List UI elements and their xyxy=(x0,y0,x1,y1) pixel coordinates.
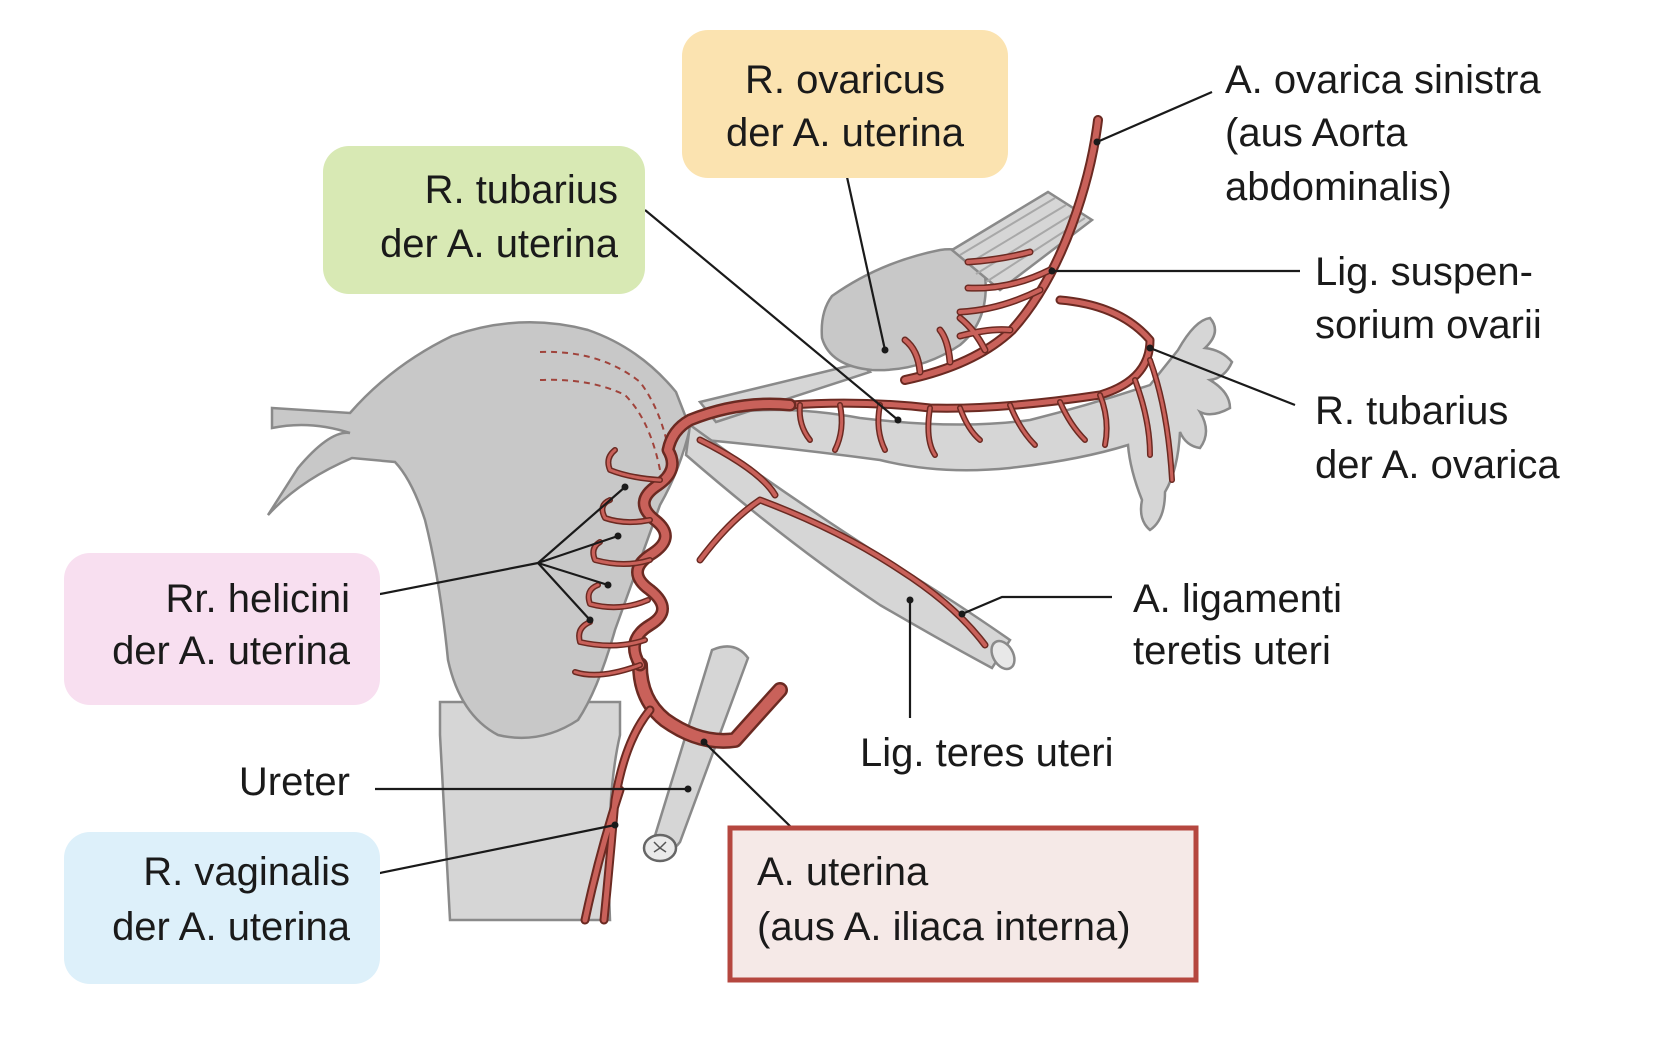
a-ovarica-sinistra-line1: A. ovarica sinistra xyxy=(1225,58,1541,102)
leader-lines xyxy=(374,90,1300,876)
arteries xyxy=(572,115,1175,925)
r-ovaricus-line2: der A. uterina xyxy=(726,111,965,155)
r-tubarius-uterina-line1: R. tubarius xyxy=(425,168,618,212)
a-ligamenti-teretis-line1: A. ligamenti xyxy=(1133,577,1342,621)
a-uterina-box xyxy=(727,825,1199,983)
a-uterina-label: A. uterina (aus A. iliaca interna) xyxy=(727,825,1199,983)
r-ovaricus-line1: R. ovaricus xyxy=(745,58,945,102)
lig-teres-label: Lig. teres uteri xyxy=(860,731,1113,775)
a-uterina-line2: (aus A. iliaca interna) xyxy=(757,905,1131,949)
r-ovaricus-box xyxy=(682,30,1008,178)
rr-helicini-line1: Rr. helicini xyxy=(165,577,350,621)
suspensory-ligament xyxy=(949,190,1095,292)
r-vaginalis-box xyxy=(64,832,380,984)
a-ligamenti-teretis-line2: teretis uteri xyxy=(1133,629,1331,673)
lig-suspensorium-line1: Lig. suspen- xyxy=(1315,250,1533,294)
r-tubarius-ovarica-label: R. tubarius der A. ovarica xyxy=(1315,389,1560,487)
uterus xyxy=(266,321,692,740)
lig-teres-line1: Lig. teres uteri xyxy=(860,731,1113,775)
r-tubarius-uterina-label: R. tubarius der A. uterina xyxy=(323,146,645,294)
a-ovarica-sinistra-label: A. ovarica sinistra (aus Aorta abdominal… xyxy=(1225,58,1541,209)
a-uterina-line1: A. uterina xyxy=(757,850,929,894)
r-vaginalis-line2: der A. uterina xyxy=(112,905,351,949)
lig-suspensorium-line2: sorium ovarii xyxy=(1315,303,1542,347)
rr-helicini-box xyxy=(64,553,380,705)
a-ovarica-sinistra-line3: abdominalis) xyxy=(1225,165,1452,209)
a-ovarica-sinistra-line2: (aus Aorta xyxy=(1225,111,1408,155)
ureter-tube xyxy=(648,645,750,855)
rr-helicini-label: Rr. helicini der A. uterina xyxy=(64,553,380,705)
r-ovaricus-label: R. ovaricus der A. uterina xyxy=(682,30,1008,178)
round-ligament-end xyxy=(990,639,1016,671)
vagina xyxy=(438,700,622,922)
a-ligamenti-teretis-label: A. ligamenti teretis uteri xyxy=(1133,577,1342,673)
lig-suspensorium-label: Lig. suspen- sorium ovarii xyxy=(1315,250,1542,347)
r-tubarius-ovarica-line2: der A. ovarica xyxy=(1315,443,1560,487)
fallopian-tube xyxy=(679,316,1234,532)
ureter-line1: Ureter xyxy=(239,760,350,804)
r-tubarius-ovarica-line1: R. tubarius xyxy=(1315,389,1508,433)
rr-helicini-line2: der A. uterina xyxy=(112,629,351,673)
r-tubarius-uterina-line2: der A. uterina xyxy=(380,222,619,266)
r-vaginalis-line1: R. vaginalis xyxy=(143,850,350,894)
ureter-label: Ureter xyxy=(239,760,350,804)
r-tubarius-uterina-box xyxy=(323,146,645,294)
r-vaginalis-label: R. vaginalis der A. uterina xyxy=(64,832,380,984)
